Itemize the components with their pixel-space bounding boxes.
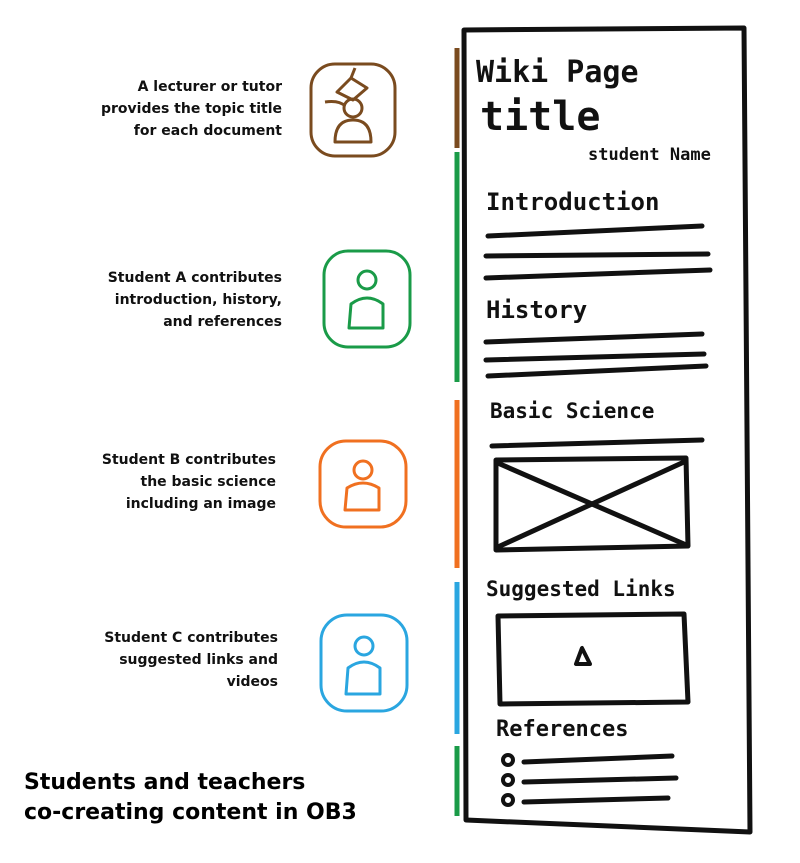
- introduction-text-line: [483, 267, 713, 281]
- student-c-caption: Student C contributes suggested links an…: [104, 627, 278, 693]
- lecturer-caption-line-1: A lecturer or tutor: [137, 79, 282, 95]
- lecturer-caption-line-3: for each document: [133, 123, 282, 139]
- diagram-title: Students and teachers co-creating conten…: [24, 768, 357, 828]
- lecturer-caption: A lecturer or tutor provides the topic t…: [101, 76, 282, 142]
- section-history-heading: History: [486, 296, 587, 324]
- wiki-page-border: [461, 25, 753, 835]
- wiki-student-name: student Name: [588, 145, 711, 165]
- student-a-caption: Student A contributes introduction, hist…: [108, 267, 282, 333]
- diagram-title-line-1: Students and teachers: [24, 770, 306, 795]
- video-play-icon: [574, 646, 592, 666]
- wiki-page-title-line-2: title: [480, 94, 600, 140]
- diagram-title-line-2: co-creating content in OB3: [24, 800, 357, 825]
- lecturer-caption-line-2: provides the topic title: [100, 101, 282, 117]
- wiki-page-mockup: Wiki Page title student Name Introductio…: [454, 25, 753, 835]
- introduction-text-line: [483, 251, 711, 259]
- basic-science-text-line: [489, 437, 705, 449]
- video-placeholder-box: [495, 611, 691, 707]
- student-b-person-icon: [318, 439, 408, 529]
- reference-bullet-icon: [501, 753, 515, 767]
- history-text-line: [485, 363, 709, 379]
- introduction-text-line: [485, 223, 705, 239]
- reference-text-line: [521, 795, 671, 805]
- section-basic-science-heading: Basic Science: [490, 399, 654, 423]
- student-b-caption-line-3: including an image: [125, 496, 276, 512]
- student-a-caption-line-1: Student A contributes: [107, 270, 282, 286]
- student-b-caption: Student B contributes the basic science …: [102, 449, 276, 515]
- student-a-person-icon: [322, 249, 412, 349]
- wiki-page-title-line-1: Wiki Page: [476, 55, 639, 90]
- student-c-caption-line-1: Student C contributes: [104, 630, 278, 646]
- reference-bullet-icon: [501, 773, 515, 787]
- student-c-person-icon: [319, 613, 409, 713]
- section-references-heading: References: [496, 717, 628, 742]
- teacher-graduation-hat-icon: [309, 62, 397, 158]
- reference-text-line: [521, 753, 675, 765]
- image-placeholder-box: [493, 455, 691, 553]
- student-a-caption-line-2: introduction, history,: [114, 292, 282, 308]
- student-c-caption-line-2: suggested links and: [119, 652, 278, 668]
- student-b-caption-line-2: the basic science: [140, 474, 277, 490]
- reference-bullet-icon: [501, 793, 515, 807]
- history-text-line: [483, 351, 707, 363]
- section-introduction-heading: Introduction: [486, 188, 659, 216]
- student-a-caption-line-3: and references: [163, 314, 282, 330]
- history-text-line: [483, 331, 705, 345]
- section-suggested-links-heading: Suggested Links: [486, 577, 676, 601]
- image-placeholder-cross: [497, 459, 687, 549]
- student-c-caption-line-3: videos: [226, 674, 278, 690]
- reference-text-line: [521, 775, 679, 785]
- student-b-caption-line-1: Student B contributes: [101, 452, 276, 468]
